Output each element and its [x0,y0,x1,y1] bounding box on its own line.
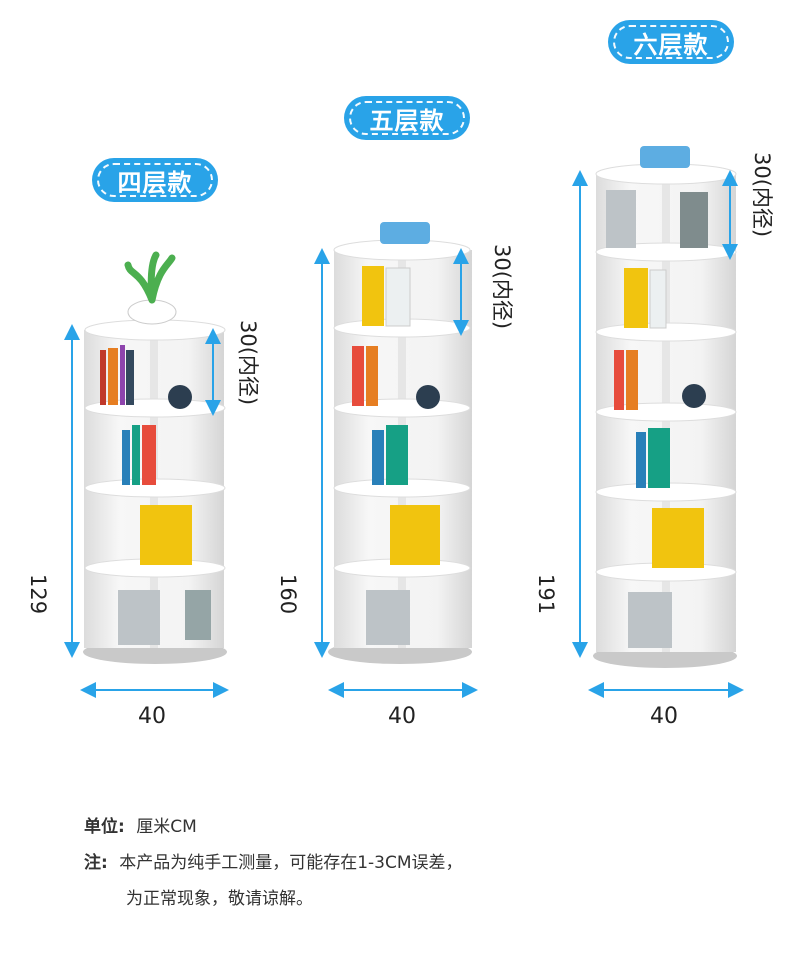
six-height-label: 191 [534,574,558,615]
four-width-label: 40 [138,704,166,729]
measurement-note: 注: 本产品为纯手工测量，可能存在1-3CM误差， [84,848,463,873]
badge-six-tier-label: 六层款 [633,30,709,59]
six-width-label: 40 [650,704,678,729]
badge-six-tier: 六层款 [608,20,734,64]
four-inner-diameter-label: 30(内径) [236,320,260,406]
measurement-note-label: 注: [84,853,108,873]
badge-four-tier-label: 四层款 [117,168,193,197]
badge-dashed-border [97,163,213,197]
five-width-label: 40 [388,704,416,729]
six-tier-shelf [593,146,737,668]
five-inner-diameter-label: 30(内径) [490,244,514,330]
badge-five-tier-label: 五层款 [369,106,445,135]
unit-note-value: 厘米CM [136,817,197,837]
measurement-note-line1: 本产品为纯手工测量，可能存在1-3CM误差， [119,853,463,873]
measurement-note-line2: 为正常现象，敬请谅解。 [126,889,313,909]
four-height-label: 129 [26,574,50,615]
badge-four-tier: 四层款 [92,158,218,202]
six-inner-diameter-label: 30(内径) [750,152,774,238]
badge-five-tier: 五层款 [344,96,470,140]
five-tier-shelf [328,222,472,664]
four-tier-shelf [83,251,227,664]
unit-note: 单位: 厘米CM [84,812,197,837]
badge-dashed-border [613,25,729,59]
unit-note-label: 单位: [84,817,125,837]
five-height-label: 160 [276,574,300,615]
badge-dashed-border [349,101,465,135]
